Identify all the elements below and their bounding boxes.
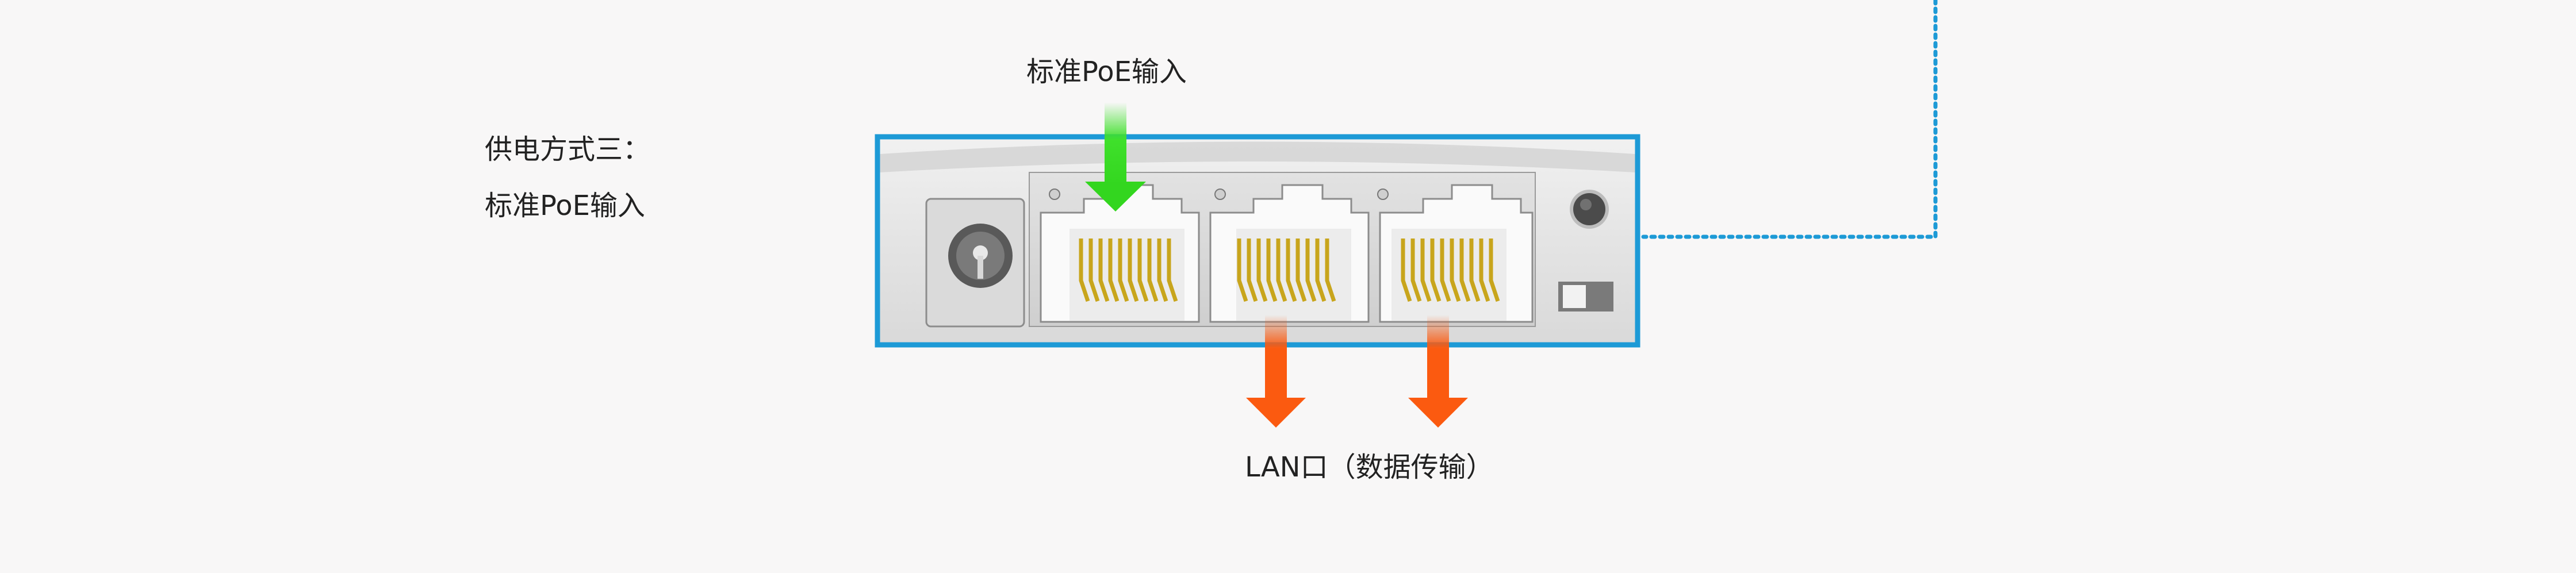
- dc-power-jack: [925, 198, 1025, 328]
- lan-arrow-2: [1408, 315, 1468, 428]
- port-2-pins: [1237, 239, 1336, 302]
- router-rear-panel: [875, 134, 1640, 348]
- slide-switch: [1558, 282, 1613, 312]
- port-1-pins: [1079, 239, 1178, 302]
- side-caption-line1: 供电方式三：: [485, 133, 651, 166]
- lan-arrow-1: [1246, 315, 1306, 428]
- lan-port-label: LAN口（数据传输）: [1245, 451, 1494, 483]
- poe-input-arrow: [1085, 102, 1146, 211]
- port-3-pins: [1401, 239, 1500, 302]
- side-caption-line2: 标准PoE输入: [485, 190, 645, 222]
- highlight-frame: [875, 134, 1640, 348]
- reset-button: [1570, 190, 1609, 229]
- leader-line: [1641, 0, 1938, 239]
- poe-input-label: 标准PoE输入: [1026, 56, 1187, 88]
